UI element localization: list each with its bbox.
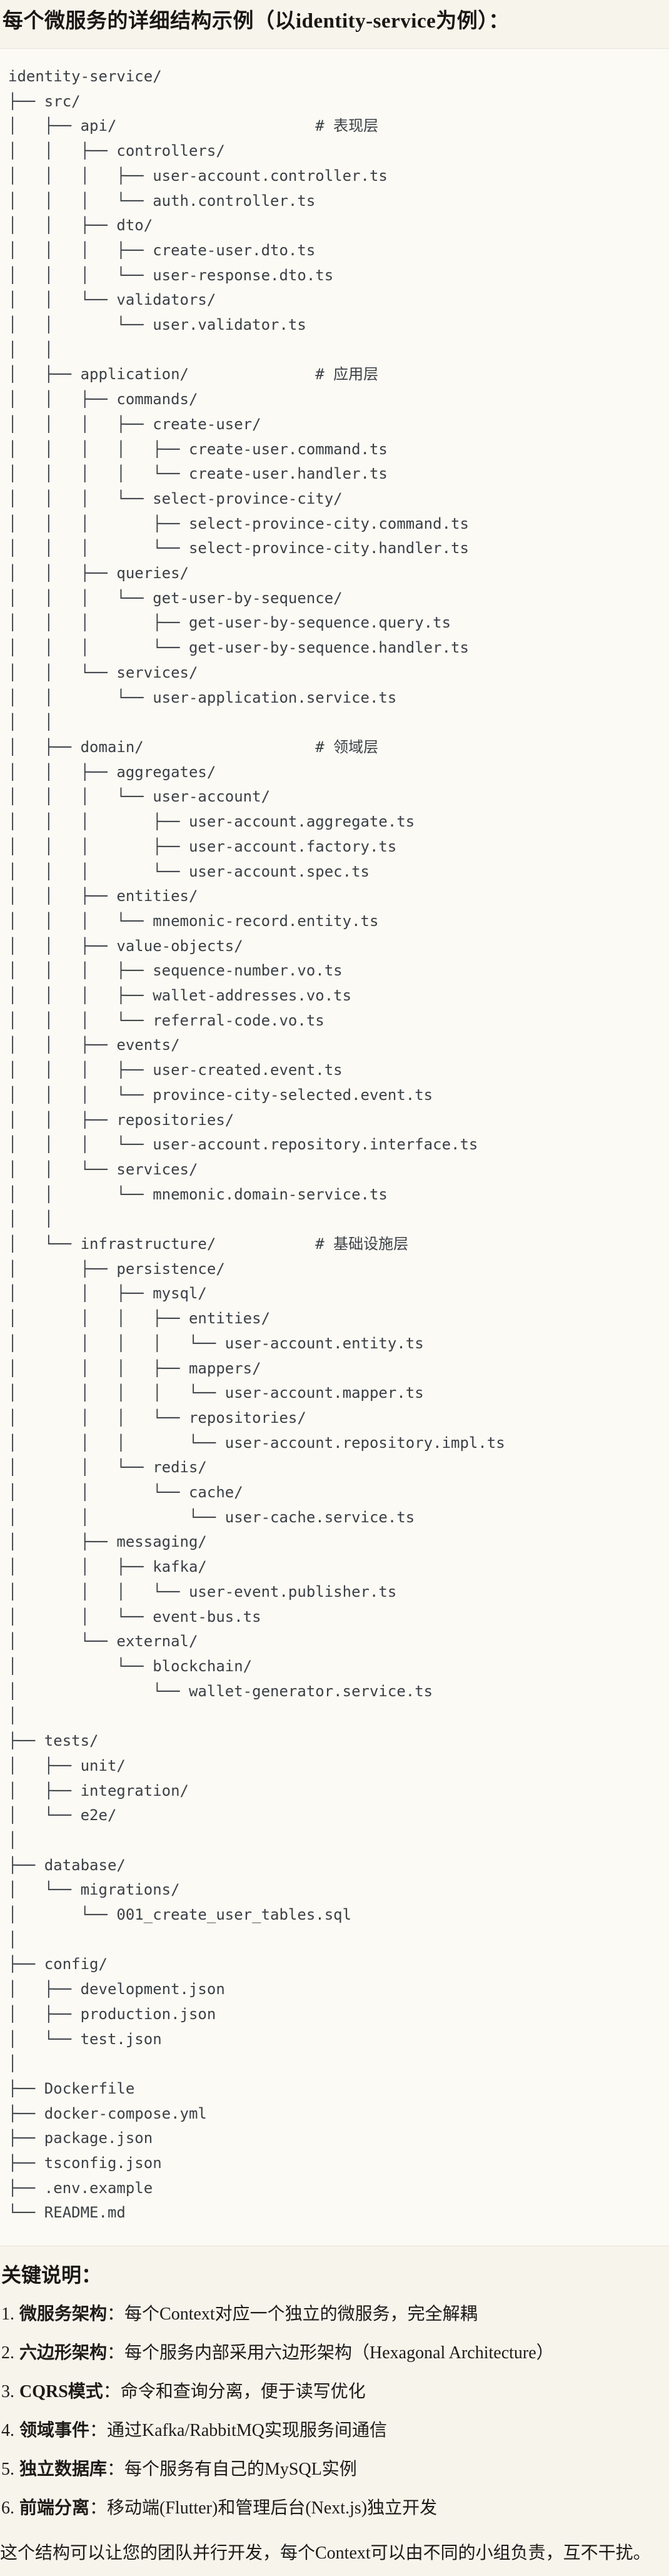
key-notes-heading: 关键说明： <box>1 2264 102 2287</box>
note-item-6: 6.前端分离：移动端(Flutter)和管理后台(Next.js)独立开发 <box>1 2497 669 2520</box>
note-term: CQRS模式 <box>19 2382 103 2402</box>
note-desc: ：每个服务内部采用六边形架构（Hexagonal Architecture） <box>107 2343 554 2363</box>
code-block: identity-service/ ├── src/ │ ├── api/ # … <box>0 48 669 2247</box>
note-item-3: 3.CQRS模式：命令和查询分离，便于读写优化 <box>1 2381 669 2403</box>
note-desc: ：通过Kafka/RabbitMQ实现服务间通信 <box>89 2421 387 2441</box>
note-term: 前端分离 <box>19 2498 90 2518</box>
note-term: 独立数据库 <box>19 2460 108 2480</box>
directory-tree: identity-service/ ├── src/ │ ├── api/ # … <box>8 68 505 2222</box>
note-number: 3. <box>1 2382 14 2402</box>
page-title: 每个微服务的详细结构示例（以identity-service为例）： <box>3 10 510 33</box>
note-number: 2. <box>1 2343 14 2363</box>
note-number: 1. <box>1 2304 14 2324</box>
note-item-1: 1.微服务架构：每个Context对应一个独立的微服务，完全解耦 <box>1 2303 669 2326</box>
note-term: 领域事件 <box>19 2421 90 2441</box>
note-term: 六边形架构 <box>19 2343 108 2363</box>
note-item-2: 2.六边形架构：每个服务内部采用六边形架构（Hexagonal Architec… <box>1 2342 669 2365</box>
note-desc: ：每个服务有自己的MySQL实例 <box>107 2460 357 2480</box>
note-desc: ：每个Context对应一个独立的微服务，完全解耦 <box>107 2304 478 2324</box>
key-notes-list: 1.微服务架构：每个Context对应一个独立的微服务，完全解耦 2.六边形架构… <box>0 2303 669 2520</box>
note-desc: ：命令和查询分离，便于读写优化 <box>103 2382 366 2402</box>
note-desc: ：移动端(Flutter)和管理后台(Next.js)独立开发 <box>89 2498 438 2518</box>
document-page: { "header": { "title": "每个微服务的详细结构示例（以id… <box>0 9 669 2576</box>
note-item-4: 4.领域事件：通过Kafka/RabbitMQ实现服务间通信 <box>1 2420 669 2442</box>
note-number: 6. <box>1 2498 14 2518</box>
closing-paragraph: 这个结构可以让您的团队并行开发，每个Context可以由不同的小组负责，互不干扰… <box>0 2543 651 2563</box>
note-number: 5. <box>1 2460 14 2480</box>
note-number: 4. <box>1 2421 14 2441</box>
note-term: 微服务架构 <box>19 2304 108 2324</box>
note-item-5: 5.独立数据库：每个服务有自己的MySQL实例 <box>1 2458 669 2481</box>
